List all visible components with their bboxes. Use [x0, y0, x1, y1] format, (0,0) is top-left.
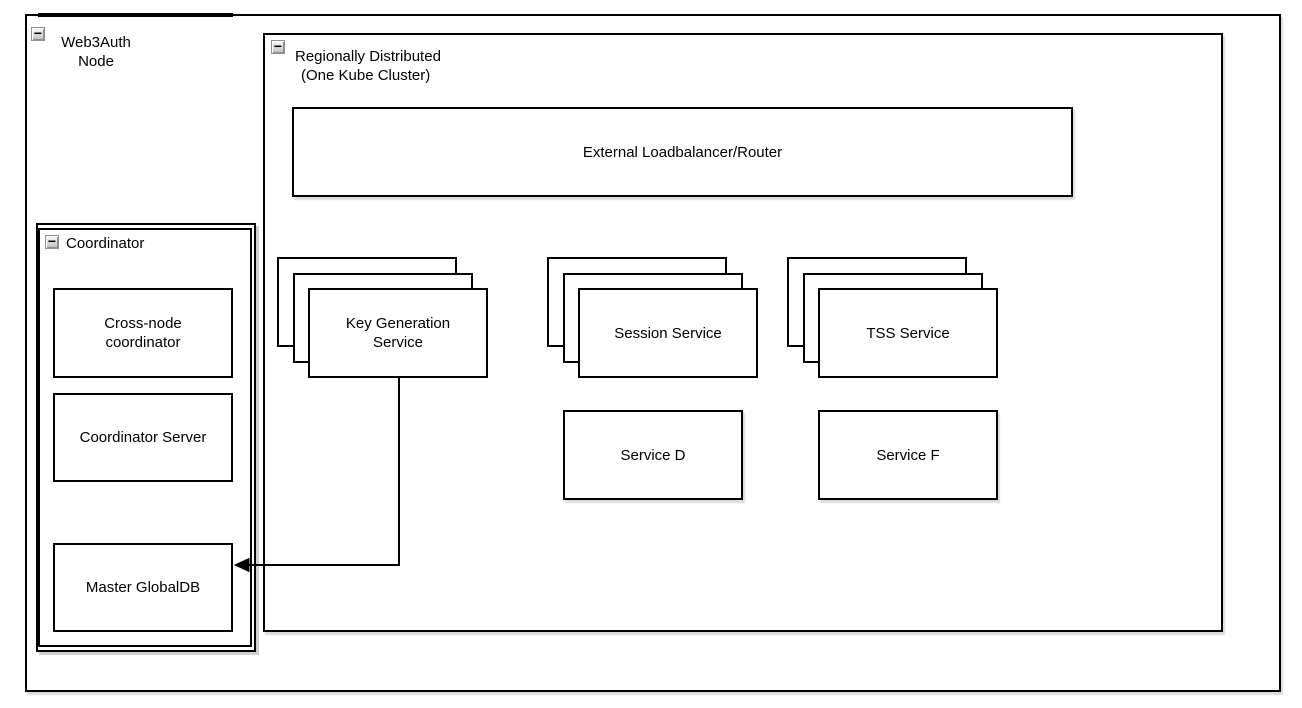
key-generation-label: Key Generation Service — [345, 315, 451, 351]
collapse-icon[interactable]: − — [45, 234, 59, 249]
collapse-icon[interactable]: − — [271, 39, 285, 54]
coordinator-label: Coordinator — [66, 235, 145, 252]
cross-node-coordinator-box[interactable]: Cross-node coordinator — [53, 288, 233, 378]
service-d-label: Service D — [620, 446, 686, 464]
loadbalancer-box[interactable]: External Loadbalancer/Router — [292, 107, 1073, 197]
service-f-box[interactable]: Service F — [818, 410, 998, 500]
cross-node-coordinator-label: Cross-node coordinator — [104, 315, 182, 351]
stack-layer-front[interactable]: TSS Service — [818, 288, 998, 378]
web3auth-node-label-line2: Node — [78, 53, 114, 70]
tss-service-label: TSS Service — [866, 324, 950, 342]
regional-cluster-label-line2: (One Kube Cluster) — [301, 67, 431, 84]
loadbalancer-label: External Loadbalancer/Router — [582, 143, 783, 161]
border-artifact — [38, 13, 233, 17]
key-generation-stack[interactable]: Key Generation Service — [277, 257, 489, 379]
coordinator-server-box[interactable]: Coordinator Server — [53, 393, 233, 482]
stack-layer-front[interactable]: Key Generation Service — [308, 288, 488, 378]
web3auth-node-label: Web3Auth Node — [50, 33, 142, 71]
service-f-label: Service F — [876, 446, 940, 464]
regional-cluster-label-line1: Regionally Distributed — [295, 48, 441, 65]
tss-service-stack[interactable]: TSS Service — [787, 257, 999, 379]
master-globaldb-label: Master GlobalDB — [85, 579, 201, 596]
collapse-icon[interactable]: − — [31, 26, 45, 41]
session-service-stack[interactable]: Session Service — [547, 257, 759, 379]
service-d-box[interactable]: Service D — [563, 410, 743, 500]
master-globaldb-box[interactable]: Master GlobalDB — [53, 543, 233, 632]
stack-layer-front[interactable]: Session Service — [578, 288, 758, 378]
session-service-label: Session Service — [614, 324, 722, 342]
web3auth-node-label-line1: Web3Auth — [61, 34, 131, 51]
regional-cluster-label: Regionally Distributed (One Kube Cluster… — [295, 47, 475, 85]
coordinator-server-label: Coordinator Server — [79, 429, 207, 446]
